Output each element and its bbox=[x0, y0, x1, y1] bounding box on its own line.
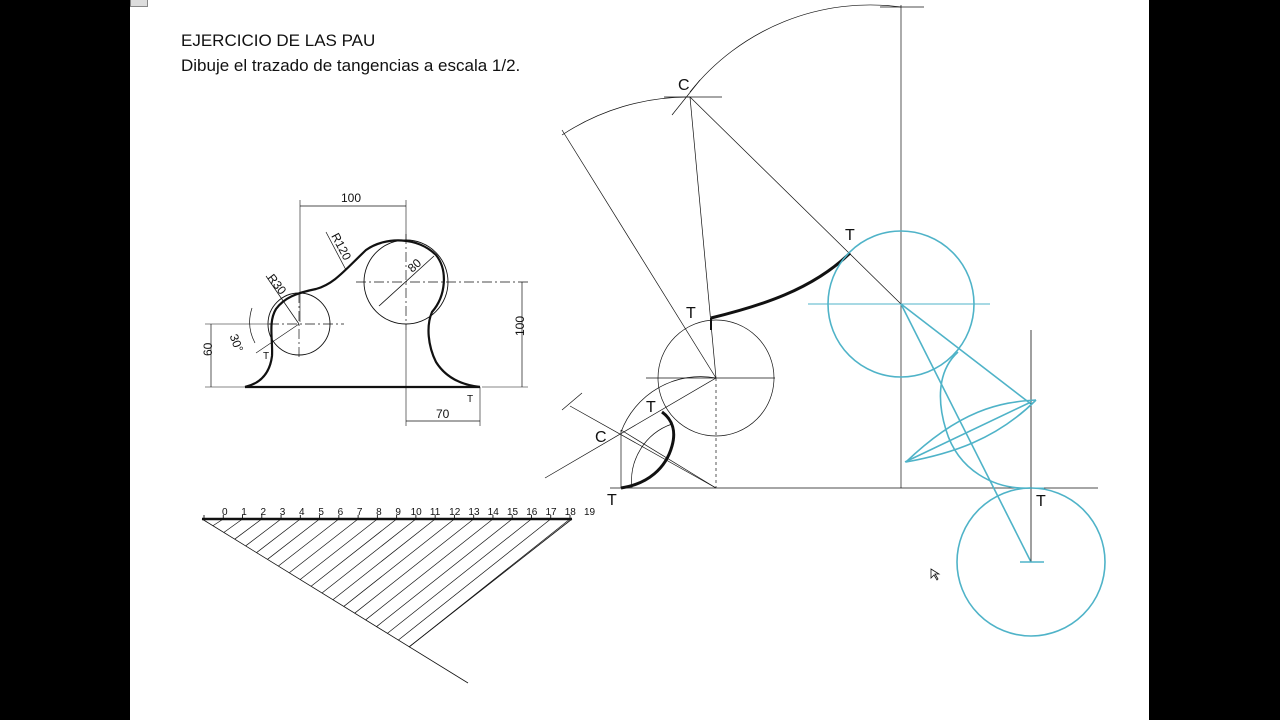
sketch-t-bottom: T bbox=[467, 394, 473, 405]
scale-label: 8 bbox=[376, 507, 382, 518]
scale-hatch-line bbox=[386, 518, 532, 634]
label-c-top: C bbox=[678, 77, 690, 94]
scale-hatch-line bbox=[310, 518, 397, 587]
scale-hatch-line bbox=[256, 518, 301, 553]
label-t-bottom-left: T bbox=[607, 492, 617, 509]
label-t-upper-right: T bbox=[845, 227, 855, 244]
exercise-title: EJERCICIO DE LAS PAU Dibuje el trazado d… bbox=[181, 28, 520, 78]
label-t-bottom-right: T bbox=[1036, 493, 1046, 510]
dim-r120: R120 bbox=[328, 231, 354, 263]
scale-label: 12 bbox=[449, 507, 461, 518]
scale-hatch-line bbox=[245, 518, 282, 547]
sketch-outline bbox=[244, 239, 481, 389]
dim-100-right: 100 bbox=[513, 316, 527, 336]
scale-label: 9 bbox=[395, 507, 401, 518]
label-c-left: C bbox=[595, 429, 607, 446]
scale-hatch-line bbox=[343, 518, 455, 607]
dim-80: 80 bbox=[405, 256, 425, 276]
dim-70: 70 bbox=[436, 407, 450, 421]
scale-label: 7 bbox=[357, 507, 363, 518]
title-line-1: EJERCICIO DE LAS PAU bbox=[181, 31, 376, 50]
scale-hatch-line bbox=[354, 518, 474, 614]
large-arc bbox=[689, 4, 902, 93]
label-t-mid: T bbox=[686, 305, 696, 322]
scale-label: 0 bbox=[222, 507, 228, 518]
scale-label: 18 bbox=[565, 507, 577, 518]
scale-hatch-line bbox=[397, 518, 551, 641]
scale-label: 10 bbox=[411, 507, 423, 518]
window-corner-icon[interactable] bbox=[130, 0, 148, 7]
scale-hatch-line bbox=[408, 518, 571, 648]
scale-label: 16 bbox=[526, 507, 538, 518]
mouse-cursor-icon bbox=[930, 568, 941, 581]
label-t-left-arc: T bbox=[646, 399, 656, 416]
scale-hatch-line bbox=[234, 518, 262, 540]
scale-label: 15 bbox=[507, 507, 519, 518]
scale-label: 19 bbox=[584, 507, 596, 518]
arc-c-top bbox=[561, 96, 691, 136]
bottom-left-tangent-arc bbox=[620, 410, 676, 490]
scale-hatch-line bbox=[332, 518, 436, 601]
dim-30-deg: 30° bbox=[227, 332, 246, 354]
dim-60: 60 bbox=[201, 342, 215, 356]
scale-label: 6 bbox=[338, 507, 344, 518]
scale-label: 17 bbox=[545, 507, 557, 518]
scale-hatch-line bbox=[278, 518, 340, 567]
sketch-t-left: T bbox=[263, 351, 269, 362]
construction-lines bbox=[544, 4, 1098, 489]
dim-r30: R30 bbox=[265, 271, 290, 297]
title-line-2: Dibuje el trazado de tangencias a escala… bbox=[181, 56, 521, 75]
construction-labels: C C T T T T T bbox=[595, 77, 1046, 510]
scale-hatch-line bbox=[288, 518, 359, 574]
scale-hatch-line bbox=[223, 518, 243, 533]
scale-label: 14 bbox=[488, 507, 500, 518]
tangency-arcs bbox=[620, 251, 852, 490]
drawing-sheet bbox=[130, 0, 1149, 720]
scale-hatch-line bbox=[212, 518, 224, 527]
dimensioned-sketch bbox=[205, 200, 528, 426]
scale-label: 5 bbox=[318, 507, 324, 518]
scale-label: 4 bbox=[299, 507, 305, 518]
scale-label: 3 bbox=[280, 507, 286, 518]
scale-hatch-line bbox=[321, 518, 417, 594]
blue-construction bbox=[808, 230, 1106, 637]
scale-label: 13 bbox=[468, 507, 480, 518]
dim-100-top: 100 bbox=[341, 191, 361, 205]
scale-label: 1 bbox=[241, 507, 247, 518]
scale-hatch-line bbox=[376, 518, 513, 628]
scale-hatch-line bbox=[299, 518, 378, 580]
scale-hatch-line bbox=[365, 518, 494, 621]
scale-hatch-line bbox=[267, 518, 320, 560]
scale-label: 11 bbox=[430, 507, 441, 518]
scale-label: 2 bbox=[261, 507, 267, 518]
upper-tangent-arc bbox=[710, 251, 852, 320]
graphic-scale bbox=[201, 515, 573, 684]
